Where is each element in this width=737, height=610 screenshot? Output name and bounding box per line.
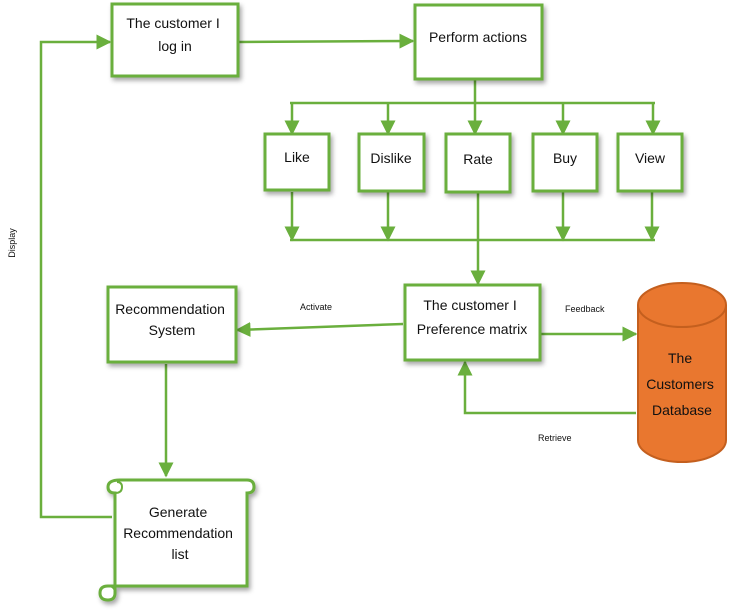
svg-text:Buy: Buy <box>553 150 577 166</box>
svg-text:The Customers Data: The Customers Database <box>646 350 718 418</box>
edge-login-to-perform <box>237 33 415 49</box>
node-rate: Rate <box>444 132 512 194</box>
node-buy-label: Buy <box>553 150 577 166</box>
svg-text:Perform actions: Perform actions <box>429 29 527 45</box>
node-login-line-2: log in <box>158 38 191 54</box>
node-recommendation-line-2: System <box>149 322 196 338</box>
node-generate-line-3: list <box>171 546 188 562</box>
node-recommendation-system: Recommendation System <box>106 285 238 364</box>
connectors <box>39 33 661 519</box>
edge-display-loop <box>39 34 112 519</box>
node-database-line-2: Customers <box>646 376 714 392</box>
node-perform-actions: Perform actions <box>413 3 544 81</box>
node-generate-line-1: Generate <box>149 504 208 520</box>
node-preference-matrix: The customer I Preference matrix <box>403 283 542 362</box>
svg-text:Like: Like <box>284 149 310 165</box>
node-dislike-label: Dislike <box>370 150 411 166</box>
edge-retrieve <box>457 360 636 415</box>
node-buy: Buy <box>531 132 599 193</box>
node-perform-label: Perform actions <box>429 29 527 45</box>
node-customers-database: The Customers Database <box>637 282 727 463</box>
edge-label-display: Display <box>7 228 17 258</box>
node-like-label: Like <box>284 149 310 165</box>
edge-activate <box>235 322 404 338</box>
svg-text:Rate: Rate <box>463 151 493 167</box>
node-login: The customer I log in <box>110 2 240 78</box>
node-preference-line-2: Preference matrix <box>417 321 527 337</box>
edge-label-retrieve: Retrieve <box>538 433 572 443</box>
svg-text:The customer I Preferenc: The customer I Preference matrix <box>417 297 527 337</box>
svg-text:Recommendation System: Recommendation System <box>115 301 229 338</box>
svg-text:The customer I log in: The customer I log in <box>126 15 223 54</box>
svg-text:Generate Recommendation: Generate Recommendation list <box>123 504 237 562</box>
node-recommendation-line-1: Recommendation <box>115 301 225 317</box>
node-like: Like <box>263 132 331 192</box>
node-dislike: Dislike <box>357 132 426 193</box>
node-generate-list <box>98 478 256 602</box>
node-view: View <box>616 132 684 193</box>
node-preference-line-1: The customer I <box>423 297 516 313</box>
svg-text:View: View <box>635 150 666 166</box>
edge-label-activate: Activate <box>300 302 332 312</box>
node-login-line-1: The customer I <box>126 15 219 31</box>
svg-text:Dislike: Dislike <box>370 150 411 166</box>
node-database-line-3: Database <box>652 402 712 418</box>
node-database-line-1: The <box>668 350 692 366</box>
node-rate-label: Rate <box>463 151 493 167</box>
node-view-label: View <box>635 150 666 166</box>
edge-label-feedback: Feedback <box>565 304 605 314</box>
node-generate-line-2: Recommendation <box>123 525 233 541</box>
